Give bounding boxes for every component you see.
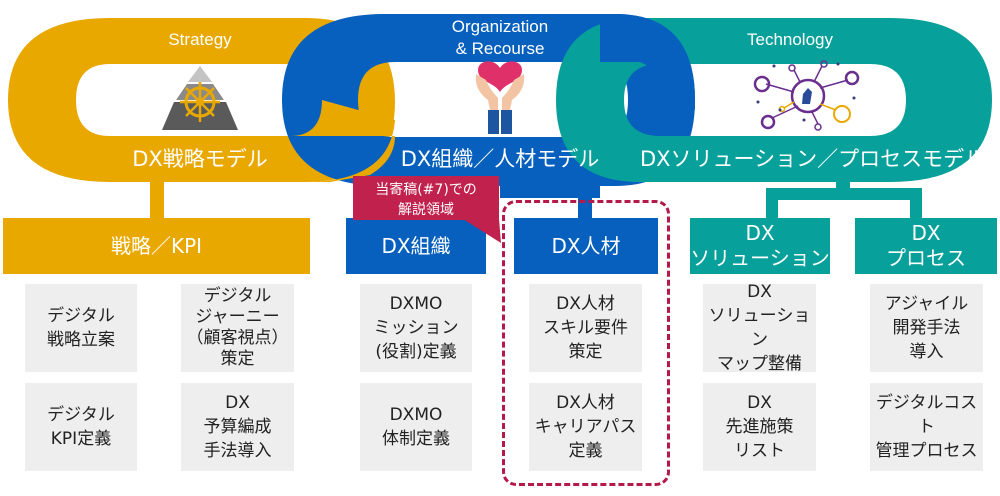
digital-network-icon	[753, 60, 860, 131]
item-digital-cost-management: デジタルコスト 管理プロセス	[870, 383, 983, 471]
technology-connector-v	[836, 182, 850, 192]
item-dxmo-mission: DXMO ミッション (役割)定義	[360, 284, 472, 372]
category-strategy-kpi: 戦略／KPI	[3, 218, 310, 274]
scope-callout: 当寄稿(#7)での 解説領域	[353, 176, 499, 220]
strategy-title: Strategy	[168, 30, 232, 49]
organization-model-label: DX組織／人材モデル	[400, 147, 600, 171]
technology-model-label: DXソリューション／プロセスモデル	[640, 147, 986, 171]
item-dx-budgeting: DX 予算編成 手法導入	[181, 383, 294, 471]
category-dx-talent: DX人材	[514, 218, 658, 274]
category-dx-organization: DX組織	[346, 218, 486, 274]
item-dx-talent-career: DX人材 キャリアパス 定義	[529, 383, 642, 471]
category-dx-solution: DX ソリューション	[690, 218, 830, 274]
item-agile-development: アジャイル 開発手法 導入	[870, 284, 983, 372]
focus-area-dashed-frame	[502, 200, 670, 486]
strategy-connector	[150, 182, 164, 220]
item-dx-solution-map: DX ソリューション マップ整備	[703, 282, 816, 374]
item-dx-talent-skills: DX人材 スキル要件 策定	[529, 284, 642, 372]
technology-title: Technology	[746, 30, 833, 49]
callout-pointer	[463, 219, 501, 243]
item-digital-journey: デジタル ジャーニー （顧客視点） 策定	[181, 284, 294, 372]
item-digital-strategy-planning: デジタル 戦略立案	[25, 284, 137, 372]
item-digital-kpi-definition: デジタル KPI定義	[25, 383, 137, 471]
chain-links-graphic	[8, 14, 992, 186]
technology-connector-left	[766, 188, 778, 220]
organization-title: Organization & Recourse	[451, 17, 549, 58]
category-dx-process: DX プロセス	[855, 218, 997, 274]
organization-connector-h	[500, 186, 600, 198]
helm-pyramid-icon	[162, 66, 238, 130]
item-dx-advanced-measures: DX 先進施策 リスト	[703, 383, 816, 471]
organization-connector-v	[578, 186, 592, 220]
item-dxmo-structure: DXMO 体制定義	[360, 383, 472, 471]
strategy-model-label: DX戦略モデル	[132, 147, 268, 171]
technology-connector-right	[910, 188, 922, 220]
hands-heart-icon	[475, 61, 525, 134]
technology-connector-h	[766, 188, 922, 200]
